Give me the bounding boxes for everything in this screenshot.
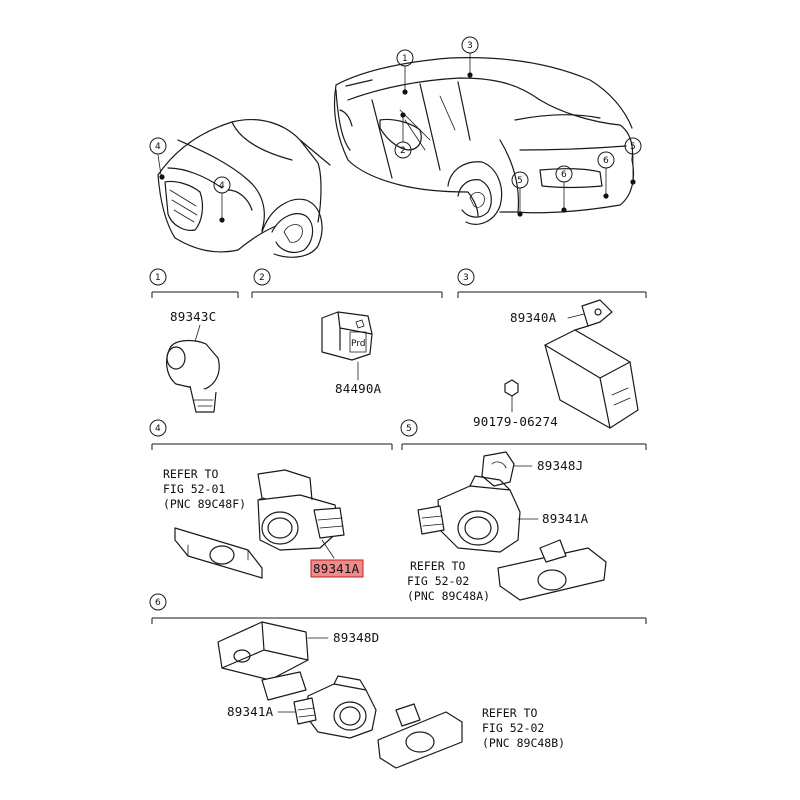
svg-text:4: 4 [155,142,161,152]
section-2: 2 Prd 84490A [251,268,443,396]
refer-line-2: FIG 52-02 [482,721,544,735]
part-number-90179-06274: 90179-06274 [473,414,558,429]
bracket-front [174,527,263,579]
svg-text:4: 4 [219,181,225,191]
sensor-89343C [166,339,220,413]
refer-line-3: (PNC 89C48B) [482,736,565,750]
part-number-89341A-side: 89341A [227,704,274,719]
bracket-rear [497,539,607,601]
refer-line-1: REFER TO [163,467,218,481]
part-number-89343C: 89343C [170,309,216,324]
svg-text:6: 6 [561,170,567,180]
switch-84490A: Prd [321,311,373,361]
section-3: 3 89340A 90179-06274 [457,268,647,429]
svg-text:5: 5 [630,142,636,152]
refer-line-3: (PNC 89C48F) [163,497,246,511]
svg-text:Prd: Prd [351,339,366,349]
control-module-89340A [544,299,639,429]
part-number-84490A: 84490A [335,381,382,396]
front-car-callouts: 4 4 [149,137,231,223]
section-4: 4 REFER TO FIG 52-01 (PNC 89C48F) 89341A [149,419,393,579]
highlight-box [310,559,364,578]
section-6: 6 89348D 89341A REFER TO FIG 52 [149,593,647,769]
svg-text:2: 2 [400,146,406,156]
refer-line-1: REFER TO [482,706,537,720]
retainer-89348J [481,451,515,487]
part-number-89348J: 89348J [537,458,583,473]
sensor-89341A-rear [417,475,521,553]
svg-text:4: 4 [155,424,161,434]
part-number-89341A-highlighted: 89341A [313,561,360,576]
sensor-89341A-front [257,469,345,551]
refer-line-1: REFER TO [410,559,465,573]
bracket-side [377,703,463,769]
svg-text:2: 2 [259,273,265,283]
section-5: 5 89348J 89341A REFER TO FIG 52-02 (PNC … [400,419,647,603]
svg-text:1: 1 [155,273,161,283]
front-car-illustration [157,119,331,258]
sensor-89341A-side [293,675,377,739]
bolt-90179-06274 [504,379,519,413]
refer-line-2: FIG 52-02 [407,574,469,588]
svg-text:3: 3 [467,41,473,51]
svg-text:5: 5 [406,424,412,434]
refer-line-2: FIG 52-01 [163,482,225,496]
rear-car-illustration [333,57,635,225]
svg-text:6: 6 [155,598,161,608]
part-number-89340A: 89340A [510,310,557,325]
holder-89348D [217,621,309,701]
rear-car-callouts: 1 3 2 5 6 6 5 [394,36,642,217]
part-number-89348D: 89348D [333,630,379,645]
part-number-89341A-rear: 89341A [542,511,589,526]
svg-text:5: 5 [517,176,523,186]
section-1: 1 89343C [149,268,239,413]
refer-line-3: (PNC 89C48A) [407,589,490,603]
svg-text:6: 6 [603,156,609,166]
svg-text:3: 3 [463,273,469,283]
svg-text:1: 1 [402,54,408,64]
